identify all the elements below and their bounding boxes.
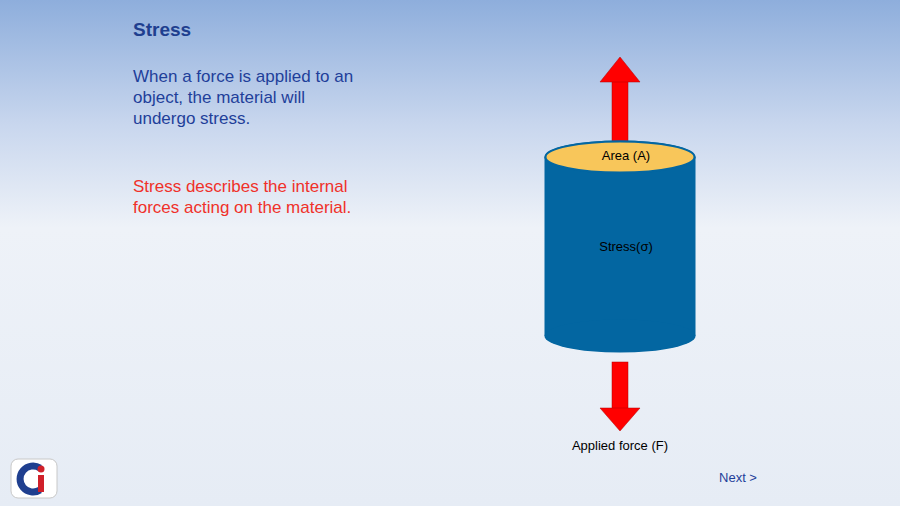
logo bbox=[11, 459, 57, 498]
definition-text: Stress describes the internal forces act… bbox=[133, 176, 368, 218]
node-label: Area (A) bbox=[544, 148, 708, 163]
material-cylinder: Stress(σ) Area (A) bbox=[544, 140, 708, 353]
intro-text: When a force is applied to an object, th… bbox=[133, 66, 368, 129]
force-arrow-up bbox=[600, 57, 640, 142]
force-label: Applied force (F) bbox=[545, 438, 695, 454]
slide-title: Stress bbox=[133, 19, 191, 41]
node-label: Stress(σ) bbox=[544, 239, 708, 254]
force-arrow-down bbox=[600, 362, 640, 431]
area-ellipse: Area (A) bbox=[544, 140, 708, 174]
next-link: Next > bbox=[700, 470, 776, 486]
